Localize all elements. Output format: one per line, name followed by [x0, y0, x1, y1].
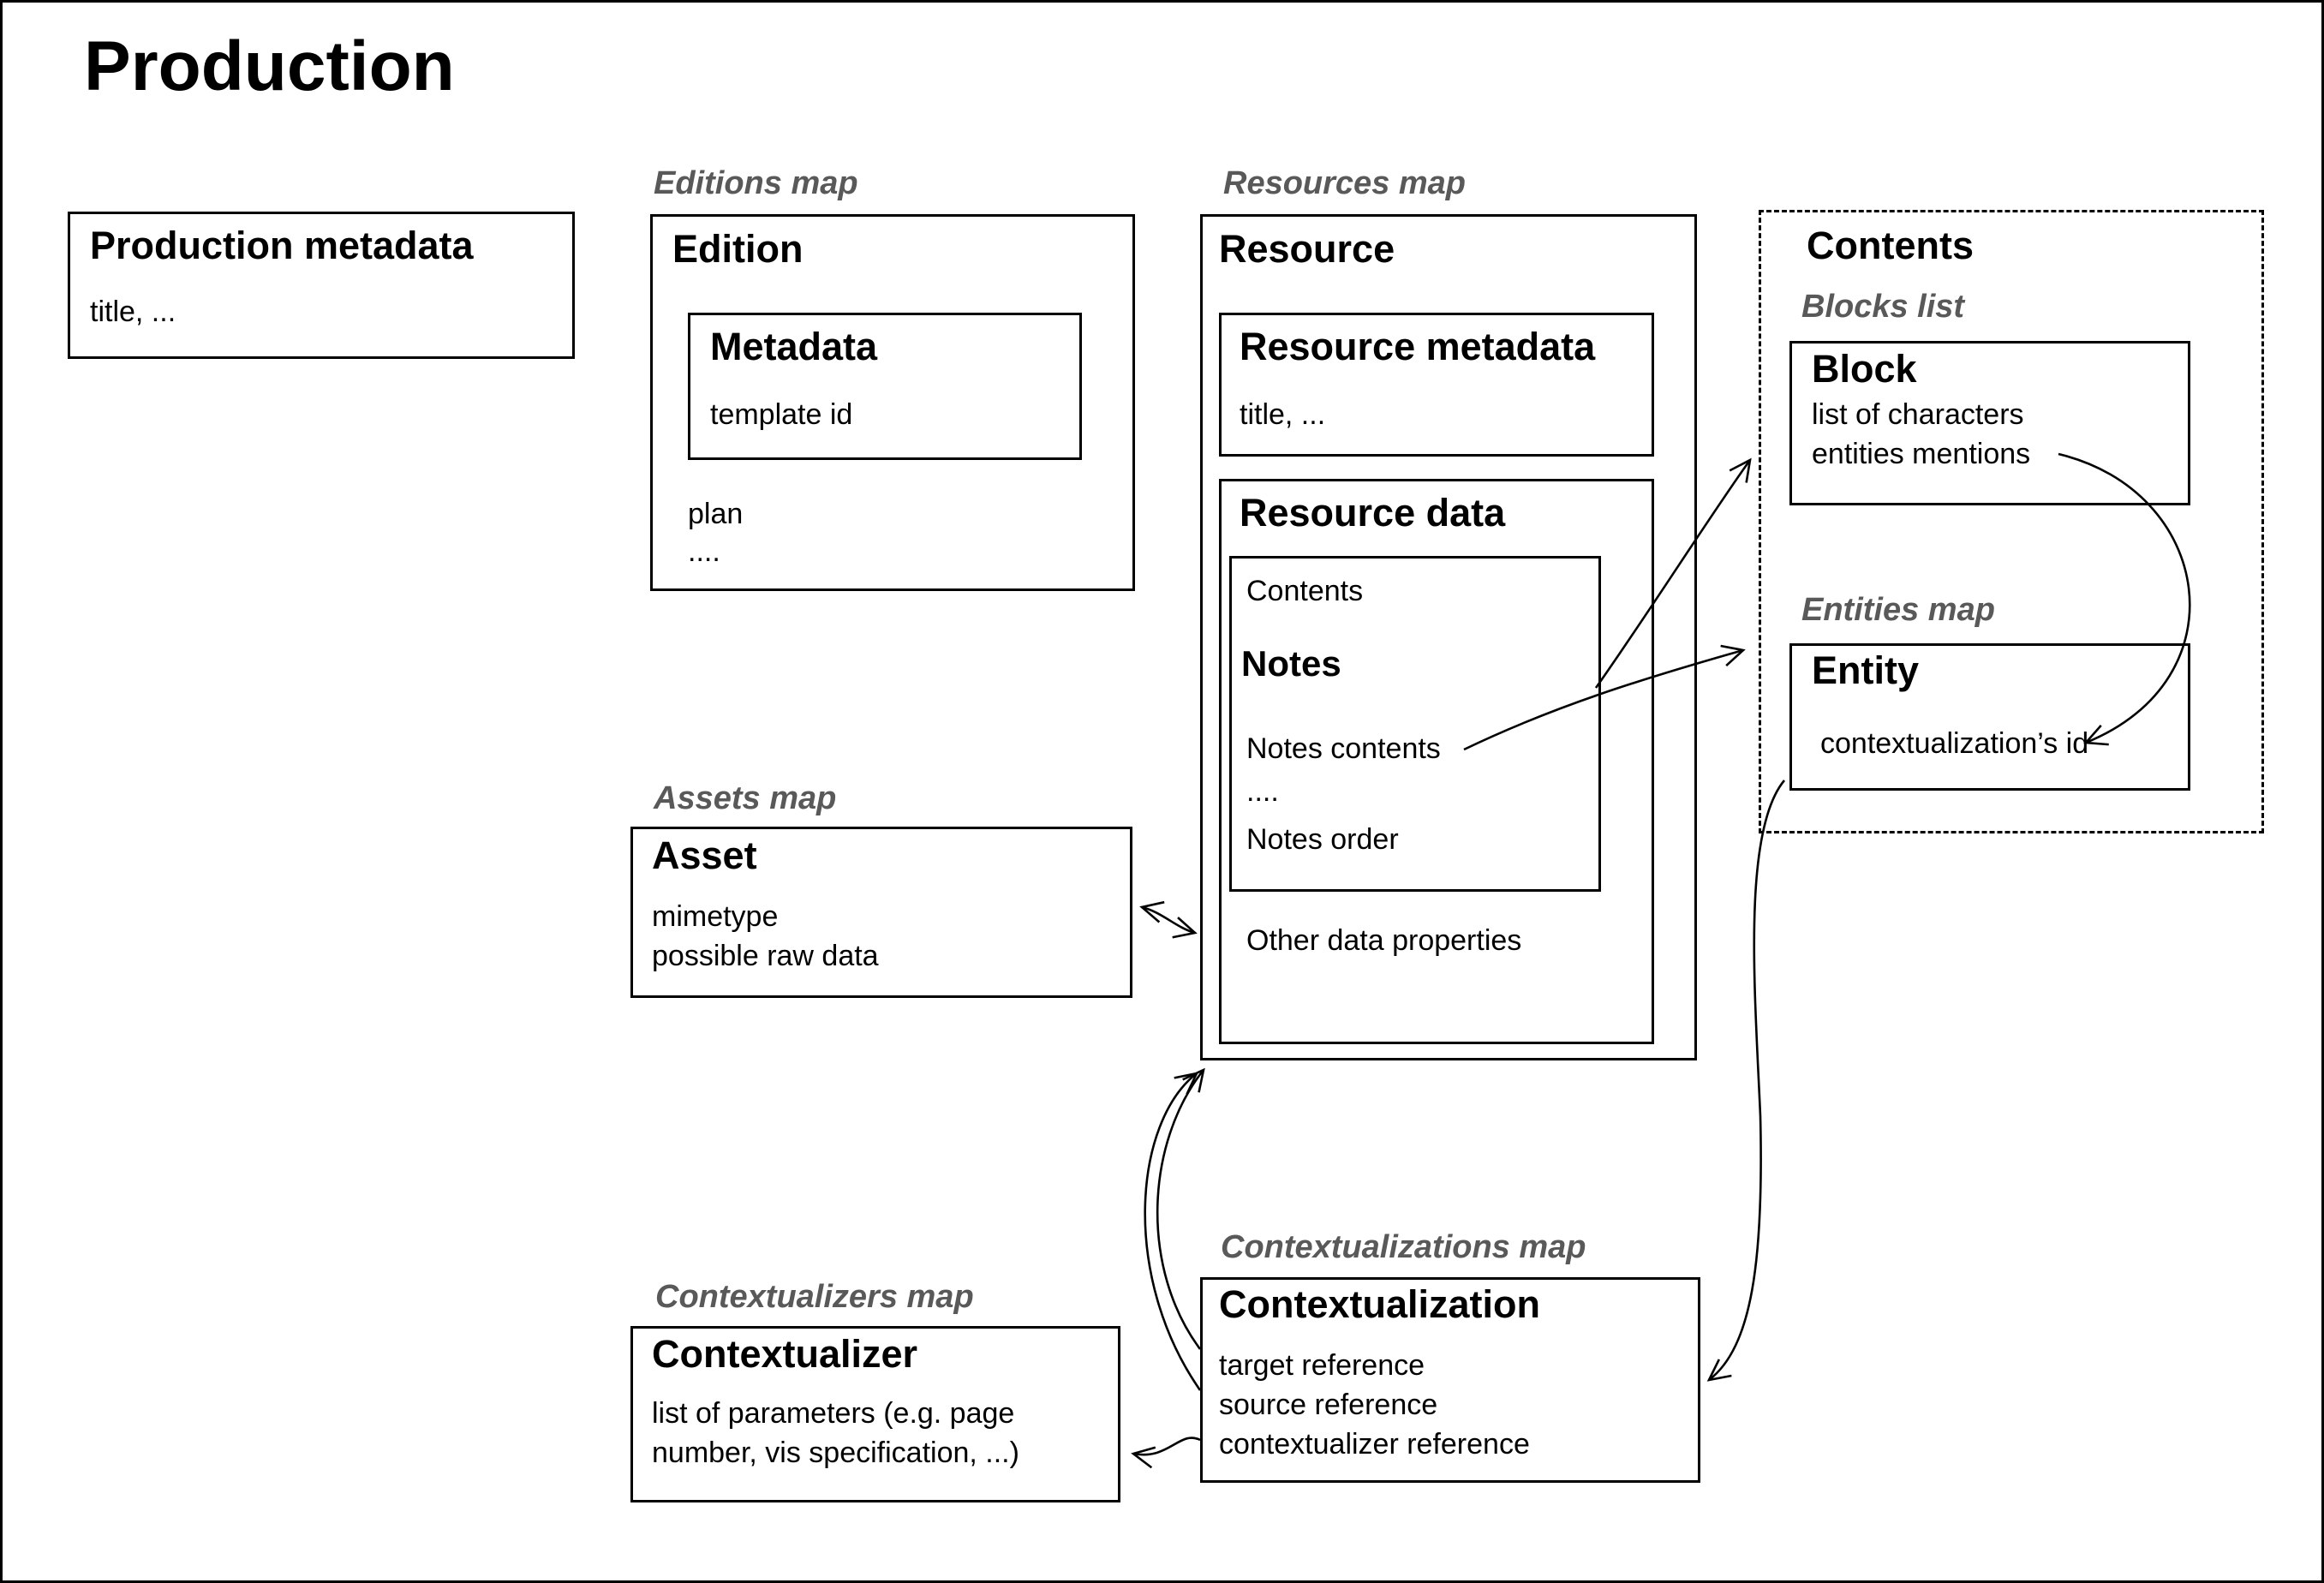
- arrow-source-reference-to-resource: [1144, 1072, 1202, 1391]
- contextualizer-line-1: number, vis specification, ...): [652, 1437, 1019, 1469]
- resources-map-label: Resources map: [1223, 165, 1467, 201]
- edition-prop-dots: ....: [688, 535, 720, 568]
- notes-line-dots: ....: [1246, 775, 1279, 808]
- contextualizer-line-0: list of parameters (e.g. page: [652, 1397, 1015, 1430]
- arrow-asset-resource-bidirectional: [1139, 900, 1198, 939]
- page-title: Production: [84, 27, 455, 105]
- arrow-entity-to-contextualization: [1706, 780, 1786, 1382]
- arrow-target-reference-to-resource: [1156, 1067, 1205, 1350]
- notes-contents-label: Contents: [1246, 575, 1364, 607]
- contextualization-title: Contextualization: [1219, 1282, 1541, 1326]
- resource-title: Resource: [1219, 227, 1395, 271]
- contextualizations-map-label: Contextualizations map: [1221, 1229, 1586, 1265]
- assets-map-label: Assets map: [654, 780, 837, 816]
- edition-title: Edition: [672, 227, 804, 271]
- resource-data-title: Resource data: [1240, 491, 1506, 535]
- edition-metadata-box: [688, 313, 1082, 460]
- resource-metadata-title: Resource metadata: [1240, 325, 1596, 368]
- blocks-list-label: Blocks list: [1801, 289, 1965, 325]
- contextualizer-box: [630, 1326, 1120, 1502]
- edition-prop-plan: plan: [688, 498, 744, 530]
- editions-map-label: Editions map: [654, 165, 858, 201]
- contextualization-line-source: source reference: [1219, 1389, 1438, 1421]
- block-title: Block: [1812, 347, 1917, 391]
- entity-body: contextualization’s id: [1820, 727, 2089, 760]
- arrow-contextualizer-reference-to-contextualizer: [1131, 1437, 1201, 1469]
- resource-metadata-body: title, ...: [1240, 398, 1326, 431]
- contextualization-box: [1200, 1277, 1700, 1483]
- production-metadata-box: [68, 212, 575, 359]
- contents-dashed-box: [1759, 210, 2264, 833]
- notes-line-contents: Notes contents: [1246, 732, 1441, 765]
- contextualizers-map-label: Contextualizers map: [655, 1279, 974, 1315]
- resource-metadata-box: [1219, 313, 1654, 457]
- asset-line-rawdata: possible raw data: [652, 940, 879, 972]
- entities-map-label: Entities map: [1801, 592, 1995, 628]
- other-data-properties: Other data properties: [1246, 924, 1522, 957]
- block-line-characters: list of characters: [1812, 398, 2024, 431]
- notes-line-order: Notes order: [1246, 823, 1399, 856]
- block-line-mentions: entities mentions: [1812, 438, 2031, 470]
- asset-line-mimetype: mimetype: [652, 900, 779, 933]
- edition-metadata-title: Metadata: [710, 325, 878, 368]
- production-metadata-body: title, ...: [90, 296, 176, 328]
- contextualization-line-target: target reference: [1219, 1349, 1425, 1382]
- contents-title: Contents: [1807, 224, 1974, 267]
- entity-title: Entity: [1812, 648, 1920, 692]
- contextualization-line-contextualizer: contextualizer reference: [1219, 1428, 1530, 1461]
- contextualizer-title: Contextualizer: [652, 1332, 918, 1376]
- asset-title: Asset: [652, 833, 757, 877]
- notes-title: Notes: [1241, 643, 1341, 684]
- edition-metadata-body: template id: [710, 398, 853, 431]
- asset-box: [630, 827, 1132, 998]
- production-metadata-title: Production metadata: [90, 224, 474, 267]
